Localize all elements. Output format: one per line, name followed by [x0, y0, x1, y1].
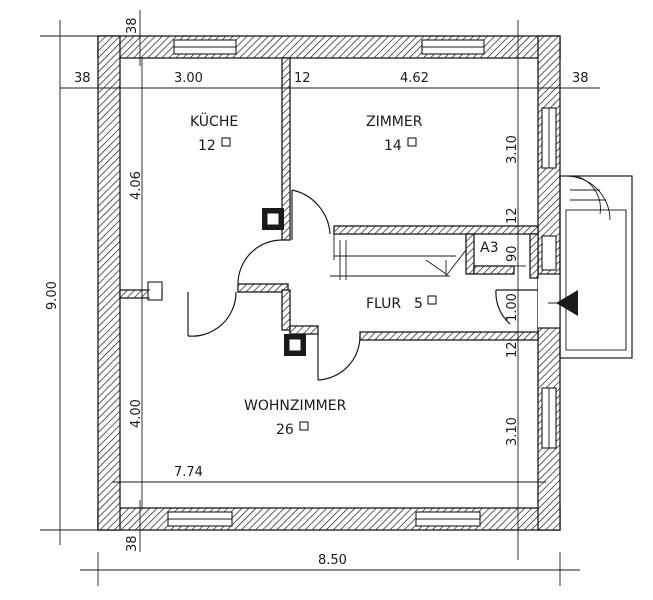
door-kueche-wohn	[187, 291, 237, 337]
dim-kueche-width: 3.00	[174, 71, 203, 86]
dim-wohn-width: 7.74	[174, 465, 203, 480]
porch-frame	[559, 175, 633, 359]
wall-abstell	[465, 233, 475, 275]
dim-wohn-depth-right: 3.10	[505, 417, 520, 446]
wall-left	[97, 35, 121, 531]
room-area-zimmer: 14	[384, 138, 402, 154]
porch	[548, 175, 633, 359]
wall-bottom	[97, 507, 561, 531]
room-area-kueche: 12	[198, 138, 216, 154]
dim-zimmer-width: 4.62	[400, 71, 429, 86]
doors	[187, 189, 538, 381]
dim-top-wall: 38	[125, 17, 140, 34]
dim-kueche-depth: 4.06	[129, 171, 144, 200]
room-name-zimmer: ZIMMER	[366, 114, 423, 130]
dim-bottom-wall: 38	[125, 535, 140, 552]
dim-total-width: 8.50	[318, 553, 347, 568]
door-entrance	[495, 289, 538, 325]
exterior-walls	[97, 35, 561, 531]
dim-flur-depth: 1.00	[505, 293, 520, 322]
area-unit-icon	[299, 421, 309, 431]
dim-abstell-depth: 90	[505, 245, 520, 262]
dim-right-wall-top: 38	[572, 71, 589, 86]
dim-flur-wall-upper: 12	[505, 207, 520, 224]
room-name-flur: FLUR	[366, 296, 401, 312]
room-area-flur: 5	[414, 296, 423, 312]
room-name-abstell: A3	[480, 240, 498, 256]
room-name-wohnzimmer: WOHNZIMMER	[244, 398, 347, 414]
dimension-lines	[40, 10, 600, 586]
dimension-texts: 38 38 3.00 12 4.62 38 4.06 3.10 12 90 1.…	[45, 17, 589, 568]
dim-zimmer-depth: 3.10	[505, 135, 520, 164]
dim-inner-wall: 12	[294, 71, 311, 86]
dim-wohn-depth-left: 4.00	[129, 399, 144, 428]
wall-top	[97, 35, 561, 59]
wall-flur-wohn	[359, 331, 539, 341]
window-flur-right	[541, 235, 557, 271]
room-labels: KÜCHE 12 ZIMMER 14 FLUR 5 A3 WOHNZIMMER …	[190, 112, 498, 438]
dim-total-height: 9.00	[45, 281, 60, 310]
door-kueche-flur	[291, 189, 331, 240]
dim-flur-wall-lower: 12	[505, 341, 520, 358]
door-flur-wohn	[317, 334, 361, 381]
interior-walls	[119, 57, 539, 356]
wall-zimmer-flur	[333, 225, 539, 235]
area-unit-icon	[427, 295, 437, 305]
room-name-kueche: KÜCHE	[190, 112, 238, 130]
area-unit-icon	[407, 137, 417, 147]
area-unit-icon	[221, 137, 231, 147]
room-area-wohnzimmer: 26	[276, 422, 294, 438]
wall-kueche-flur	[237, 283, 289, 293]
wall-kueche-zimmer	[281, 57, 291, 241]
dim-left-wall-top: 38	[74, 71, 91, 86]
windows	[167, 39, 560, 527]
